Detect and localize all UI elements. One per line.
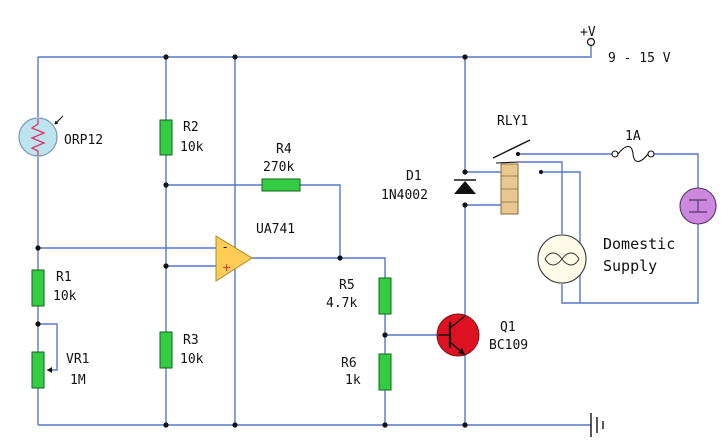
junction-dot (163, 263, 169, 269)
r6-ref: R6 (341, 356, 357, 371)
wire-relay-contacts (518, 153, 699, 188)
fuse-1a: 1A (611, 129, 655, 163)
diode-d1: D1 1N4002 (381, 169, 476, 203)
vr1-ref: VR1 (66, 352, 89, 367)
mains-label-line1: Domestic (603, 235, 675, 253)
r3-ref: R3 (183, 333, 199, 348)
resistor-r2: R2 10k (159, 119, 204, 156)
junction-dot (163, 422, 169, 428)
junction-dots (35, 54, 468, 428)
q1-ref: Q1 (500, 320, 516, 335)
resistor-r6: R6 1k (341, 353, 392, 391)
opamp-ua741: - + UA741 (215, 222, 295, 282)
relay-contact-dot (539, 170, 543, 174)
diode-triangle-icon (454, 181, 476, 194)
junction-dot (232, 422, 238, 428)
fuse-element-icon (617, 145, 649, 163)
opamp-label: UA741 (256, 222, 295, 237)
resistor-r3: R3 10k (159, 331, 204, 369)
r3-value: 10k (180, 352, 204, 367)
relay-contact-lead (495, 161, 520, 164)
resistor-r1-body (31, 269, 45, 307)
r5-ref: R5 (339, 278, 355, 293)
r2-ref: R2 (183, 120, 199, 135)
fuse-value: 1A (625, 129, 641, 144)
junction-dot (382, 332, 388, 338)
vr1-value: 1M (70, 373, 86, 388)
wire-opamp-output (252, 257, 386, 425)
resistor-r3-body (159, 331, 173, 369)
wire-top-rail (38, 45, 592, 58)
r1-ref: R1 (56, 270, 72, 285)
relay-rly1: RLY1 (492, 114, 543, 215)
transistor-body-icon (436, 313, 480, 357)
d1-ref: D1 (406, 169, 422, 184)
potentiometer-vr1-body (31, 351, 45, 389)
junction-dot (337, 255, 343, 261)
supply-terminal-label: +V (580, 25, 596, 40)
junction-dot (163, 54, 169, 60)
r2-value: 10k (180, 140, 204, 155)
r5-value: 4.7k (326, 296, 357, 311)
lamp (537, 234, 587, 284)
resistor-r6-body (378, 353, 392, 391)
resistor-r4-body (261, 178, 301, 192)
supply-terminal-icon (586, 37, 596, 47)
ldr-label: ORP12 (64, 133, 103, 148)
resistor-r2-body (159, 119, 173, 156)
wiper-arrow-icon (47, 367, 52, 373)
fuse-terminal-icon (611, 150, 619, 158)
d1-value: 1N4002 (381, 188, 428, 203)
wire-lamp-circuit (519, 161, 699, 304)
resistor-r1: R1 10k (31, 269, 77, 307)
junction-dot (462, 422, 468, 428)
relay-contact-arm (492, 139, 531, 159)
q1-value: BC109 (489, 338, 528, 353)
junction-dot (35, 245, 41, 251)
junction-dot (163, 182, 169, 188)
r1-value: 10k (53, 289, 77, 304)
ldr-track-icon (30, 119, 46, 156)
transistor-q1: Q1 BC109 (436, 313, 528, 357)
ldr-orp12: ORP12 (18, 115, 103, 157)
junction-dot (35, 321, 41, 327)
relay-contact-dot (516, 152, 520, 156)
opamp-triangle-icon (215, 235, 253, 282)
junction-dot (232, 54, 238, 60)
lamp-filament-icon (544, 252, 580, 266)
junction-dot (462, 202, 468, 208)
emitter-arrow-icon (458, 348, 465, 355)
resistor-r5-body (378, 277, 392, 315)
fuse-terminal-icon (647, 150, 655, 158)
rly1-ref: RLY1 (497, 114, 528, 129)
wire-relay-coil (465, 171, 501, 206)
resistor-r5: R5 4.7k (326, 277, 392, 315)
light-arrow-icon (54, 115, 64, 125)
junction-dot (462, 54, 468, 60)
ground-icon (590, 413, 604, 437)
junction-dot (382, 422, 388, 428)
opamp-plus-sign: + (222, 261, 231, 274)
resistor-r4: R4 270k (261, 142, 301, 192)
r4-ref: R4 (276, 142, 292, 157)
mains-label-line2: Supply (603, 257, 657, 275)
potentiometer-vr1: VR1 1M (31, 351, 89, 389)
r4-value: 270k (263, 160, 294, 175)
wires (37, 45, 699, 426)
wire-feedback (166, 184, 341, 258)
junction-dot (462, 169, 468, 175)
transistor-collector-lead (449, 315, 466, 329)
r6-value: 1k (345, 373, 361, 388)
supply-terminal: +V 9 - 15 V (580, 25, 671, 66)
opamp-minus-sign: - (223, 240, 227, 254)
mains-supply: Domestic Supply (603, 187, 717, 275)
supply-range-label: 9 - 15 V (608, 51, 671, 66)
